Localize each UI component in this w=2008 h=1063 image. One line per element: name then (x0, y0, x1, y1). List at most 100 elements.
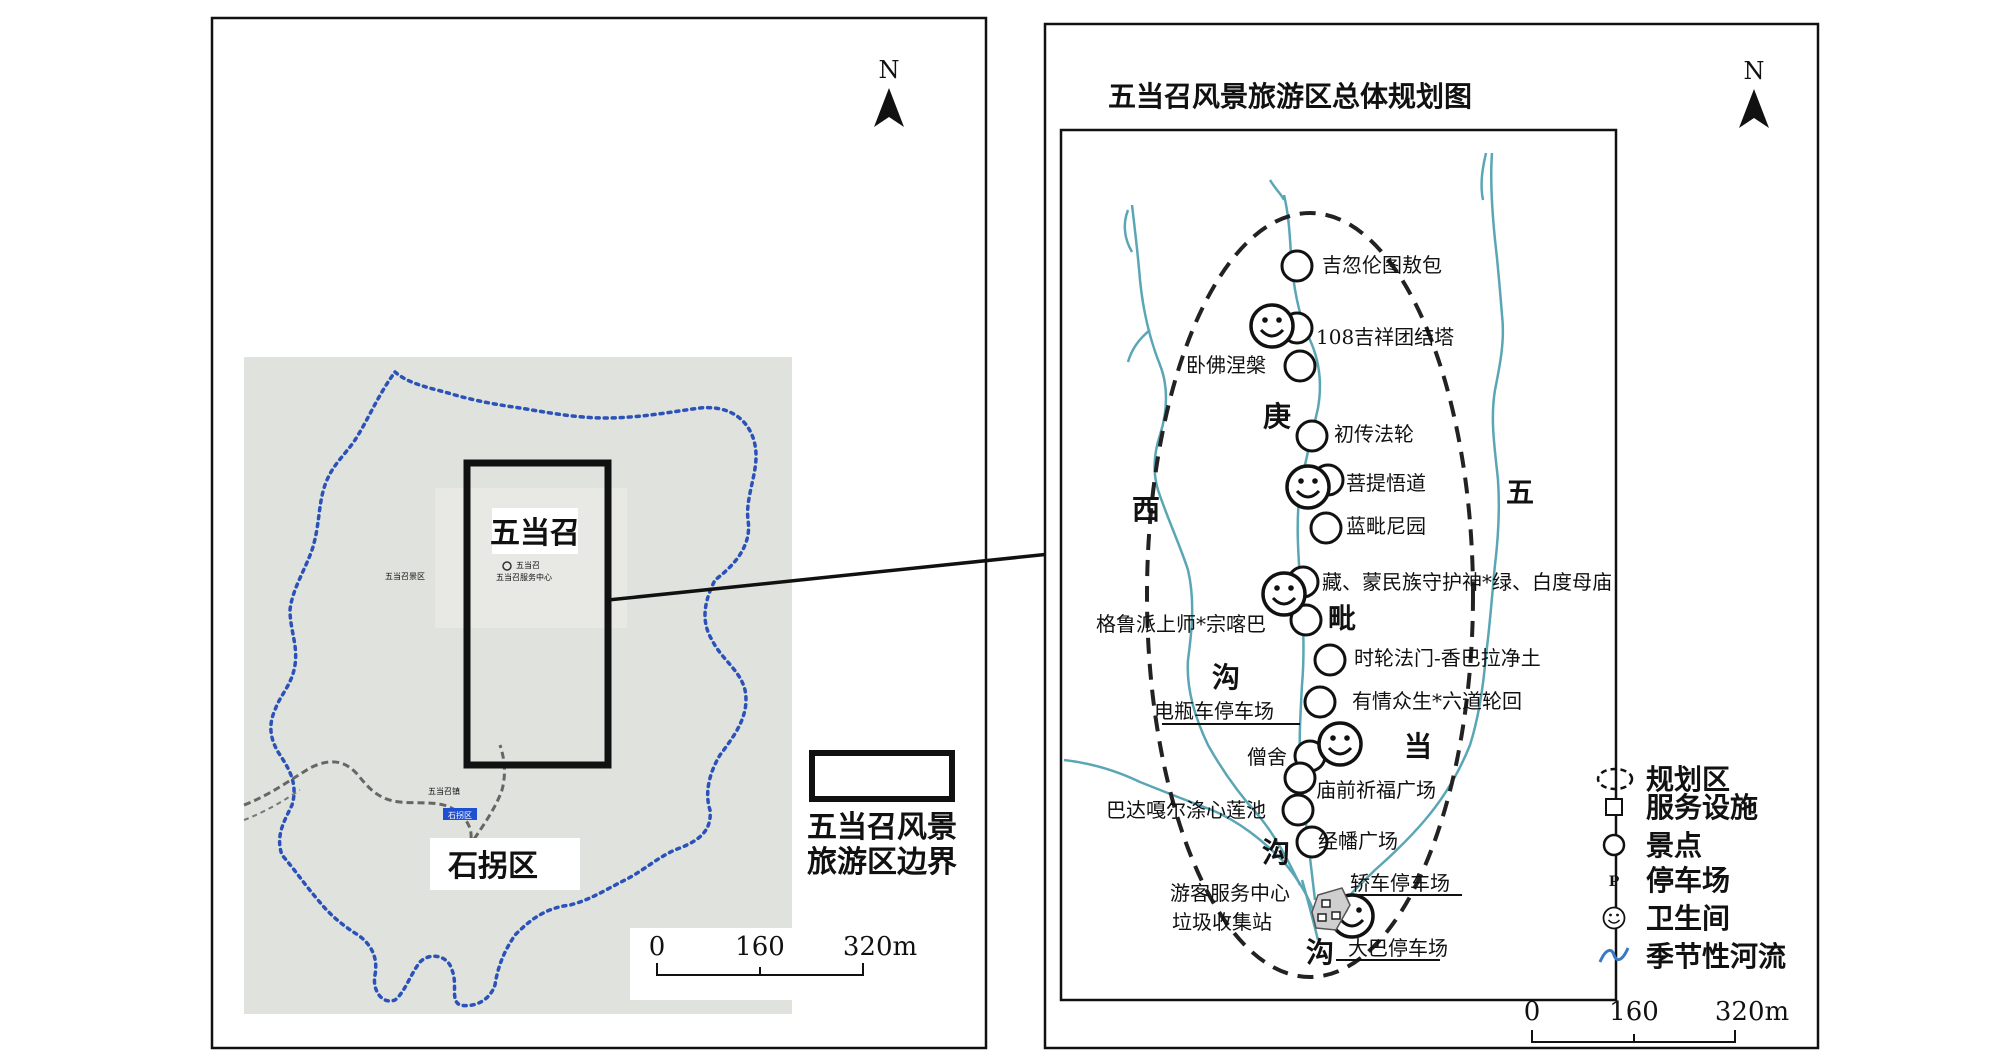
seasonal-river (1480, 152, 1488, 201)
scale-label: 0 (1524, 997, 1541, 1027)
seasonal-river (1126, 329, 1151, 363)
north-label: N (1744, 57, 1765, 85)
spot-label: 吉忽伦图敖包 (1322, 253, 1442, 277)
spot-circle (1283, 349, 1317, 383)
place-small-label: 五当召镇 (428, 786, 460, 796)
legend-toilet-symbol (1602, 906, 1626, 930)
seasonal-river (1130, 204, 1302, 886)
scale-label: 160 (1609, 997, 1659, 1027)
spot-label: 初传法轮 (1334, 422, 1414, 446)
spot-label: 时轮法门-香巴拉净土 (1354, 646, 1541, 670)
basemap (244, 357, 792, 1014)
spot-label: 巴达嘎尔涤心莲池 (1106, 798, 1266, 822)
district-marker (443, 808, 477, 820)
spot-label: 电瓶车停车场 (1154, 699, 1274, 723)
spot-label: 卧佛涅槃 (1186, 353, 1266, 377)
scale-label: 320m (1715, 997, 1789, 1027)
spot-label: 庙前祈福广场 (1316, 778, 1436, 802)
legend-spot-symbol (1602, 833, 1626, 857)
side-char: 当 (1404, 730, 1432, 763)
toilet-icon (1317, 721, 1363, 767)
place-small-label: 五当召 (516, 560, 540, 570)
scale-bar (1531, 1030, 1736, 1043)
spot-label: 有情众生*六道轮回 (1352, 689, 1522, 713)
valley-char: 沟 (1306, 936, 1334, 969)
plan-map-frame (1059, 128, 1618, 1002)
legend-label: 停车场 (1646, 864, 1730, 897)
plan-scale-bar: 0 160 320m (1524, 997, 1789, 1043)
right-panel: 五当召风景旅游区总体规划图 N (1043, 22, 1820, 1050)
valley-char: 沟 (1262, 836, 1290, 869)
legend-planning-area-symbol (1596, 767, 1634, 791)
spot-circle (1281, 793, 1315, 827)
seasonal-river (1063, 758, 1317, 916)
spot-label: 经幡广场 (1318, 829, 1398, 853)
plan-legend: 规划区 服务设施 景点 P 停车场 卫生间 季节性河流 (1596, 763, 1786, 973)
legend-parking-symbol: P (1609, 874, 1620, 890)
spot-label: 大巴停车场 (1348, 936, 1448, 960)
toilet-icon (1285, 464, 1331, 510)
left-panel: 石拐区 五当召镇 五当召景区 五当召服务中心 五当召 五当召 石拐区 五当召风景… (210, 16, 1100, 1050)
scale-label: 160 (735, 932, 785, 962)
planning-area-boundary (1145, 211, 1475, 979)
north-arrow-icon (1739, 89, 1769, 128)
side-char: 西 (1132, 493, 1160, 526)
legend-label: 景点 (1646, 829, 1702, 862)
legend-label: 服务设施 (1646, 791, 1758, 824)
leader-arrow (607, 545, 1100, 602)
spot-circle (1280, 249, 1314, 283)
legend-label: 季节性河流 (1646, 940, 1786, 973)
road (466, 744, 506, 849)
north-label: N (879, 56, 900, 84)
legend-service-symbol (1605, 798, 1623, 816)
scale-label: 0 (649, 932, 666, 962)
spot-label: 垃圾收集站 (1172, 910, 1272, 934)
side-char: 五 (1506, 476, 1534, 509)
spot-label: 藏、蒙民族守护神*绿、白度母庙 (1322, 570, 1612, 594)
seasonal-river (1300, 879, 1320, 941)
place-small-label: 石拐区 (448, 810, 472, 820)
spot-circle (1309, 511, 1343, 545)
legend-river-symbol (1598, 947, 1630, 963)
toilet-icon (1261, 571, 1307, 617)
place-small-label: 五当召服务中心 (496, 572, 552, 582)
legend-boundary-symbol (809, 750, 955, 802)
spot-circle (1283, 761, 1317, 795)
scale-bar-bg (630, 928, 920, 1000)
north-arrow-icon (874, 88, 904, 127)
spot-label: 蓝毗尼园 (1346, 514, 1426, 538)
seasonal-river (1268, 179, 1286, 201)
district-label: 石拐区 (447, 849, 538, 884)
spot-label: 游客服务中心 (1170, 881, 1290, 905)
legend-label: 规划区 (1646, 763, 1730, 796)
scenic-area-boundary (463, 459, 612, 769)
service-facility-cluster (1311, 887, 1351, 931)
valley-char: 庚 (1263, 400, 1291, 433)
map-title: 五当召风景旅游区总体规划图 (1108, 80, 1472, 113)
toilet-icon (1249, 303, 1295, 349)
legend-label-line2: 旅游区边界 (807, 845, 957, 880)
scale-bar (656, 963, 864, 976)
spot-label: 108吉祥团结塔 (1316, 325, 1454, 349)
spot-circle (1295, 419, 1329, 453)
seasonal-river (1123, 209, 1134, 253)
road (243, 789, 301, 821)
label-underlines (1162, 723, 1462, 961)
spot-label: 僧舍 (1247, 745, 1287, 769)
valley-char: 沟 (1212, 661, 1240, 694)
legend-label-line1: 五当召风景 (807, 810, 957, 845)
seasonal-river (1333, 152, 1505, 916)
temple-icon (502, 561, 512, 571)
spot-labels: 吉忽伦图敖包 108吉祥团结塔 卧佛涅槃 初传法轮 菩提悟道 蓝毗尼园 藏、蒙民… (1096, 253, 1612, 960)
place-small-label: 五当召景区 (385, 571, 425, 581)
spot-circle (1313, 643, 1347, 677)
place-label-wudangzhao: 五当召 (490, 516, 580, 551)
legend-label: 卫生间 (1646, 902, 1730, 935)
spot-label: 轿车停车场 (1350, 871, 1450, 895)
spot-label: 菩提悟道 (1346, 471, 1426, 495)
spot-circle (1289, 603, 1323, 637)
scale-label: 320m (843, 932, 917, 962)
spot-circle (1303, 685, 1337, 719)
district-boundary (269, 369, 758, 1008)
